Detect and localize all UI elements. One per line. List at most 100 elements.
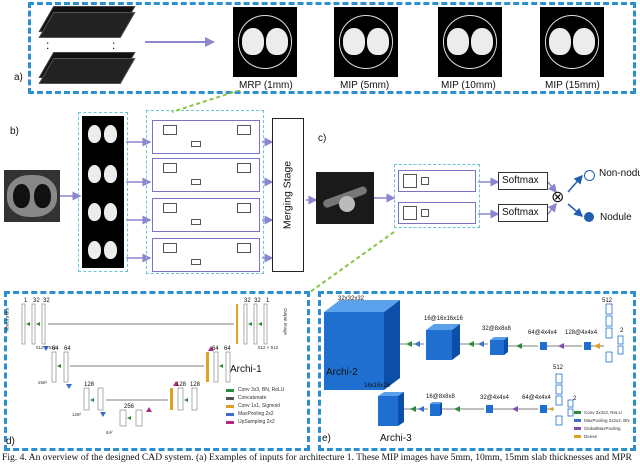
- size-label-3: 128²: [72, 412, 82, 417]
- archi-3-label-5: 512: [553, 365, 564, 371]
- archi-1-title: Archi-1: [230, 364, 262, 375]
- num-low2-1: 256: [124, 404, 135, 410]
- classifier-block-2: [398, 202, 476, 224]
- nodule-candidate-image: [316, 172, 374, 224]
- mip-image-2: [334, 7, 398, 77]
- archi-2-label-2: 16@16x16x16: [424, 316, 463, 322]
- unet-block-4: [152, 238, 260, 272]
- softmax-box-1: [498, 172, 548, 190]
- num-mid-1: 64: [52, 346, 59, 352]
- num-low-3: 128: [190, 382, 201, 388]
- size-label-1: 512 × 512: [36, 345, 57, 350]
- legend-d-swatch-4: [226, 413, 234, 416]
- size-label-2: 256²: [38, 380, 48, 385]
- legend-d-swatch-5: [226, 421, 234, 424]
- archi-3-label-3: 32@4x4x4: [480, 395, 509, 401]
- archi-2-3-legend: Conv 3x3x3, ReLU MaxPooling 2x2x2, BN Gl…: [574, 410, 636, 450]
- softmax-label-2: Softmax: [502, 207, 539, 218]
- legend-d-swatch-3: [226, 405, 234, 408]
- panel-a-label: a): [14, 72, 23, 83]
- num-mid-2: 64: [64, 346, 71, 352]
- combine-icon: ⊗: [551, 189, 565, 206]
- num-mid-4: 64: [224, 346, 231, 352]
- panel-b-label: b): [10, 126, 19, 137]
- archi-3-title: Archi-3: [380, 433, 412, 444]
- non-nodule-node-icon: [584, 170, 595, 181]
- legend-e-swatch-4: [574, 435, 581, 438]
- mip-image-1: [233, 7, 297, 77]
- legend-e-label-4: Dense: [584, 434, 598, 439]
- archi-3-label-6: 2: [573, 396, 577, 402]
- slice-2: [38, 12, 136, 38]
- archi-2-label-4: 64@4x4x4: [528, 330, 557, 336]
- archi-3-label-4: 64@4x4x4: [522, 395, 551, 401]
- size-label-4: 64²: [106, 430, 113, 435]
- unet-block-1: [152, 120, 260, 154]
- num-top-3: 32: [43, 298, 50, 304]
- num-top-2: 32: [33, 298, 40, 304]
- legend-d-label-5: UpSampling 2x2: [238, 419, 275, 425]
- legend-d-label-1: Conv 3x3, BN, ReLU: [238, 387, 285, 393]
- num-top-4: 32: [244, 298, 251, 304]
- archi-2-title: Archi-2: [326, 367, 358, 378]
- cnn-diagram: [324, 300, 624, 426]
- archi-1-diagram: [21, 303, 268, 427]
- panel-e-frame: [318, 291, 636, 451]
- legend-e-swatch-1: [574, 411, 581, 414]
- num-low-1: 128: [84, 382, 95, 388]
- merging-stage-box: [272, 118, 304, 272]
- slice-strip-frame: [78, 112, 128, 272]
- size-label-5: 512 × 512: [258, 345, 279, 350]
- archi-1-legend: Conv 3x3, BN, ReLU Concatenate Conv 1x1,…: [226, 388, 306, 444]
- mip-image-3: [438, 7, 502, 77]
- panel-c-label: c): [318, 133, 327, 144]
- classifier-group-frame: [394, 164, 480, 228]
- num-low-2: 128: [176, 382, 187, 388]
- legend-e-label-3: GlobalMaxPooling: [584, 426, 621, 431]
- green-connectors: [171, 90, 395, 293]
- num-top-6: 1: [266, 298, 270, 304]
- archi-3-label-1: 16x16x16: [364, 383, 391, 389]
- unet-block-2: [152, 158, 260, 192]
- archi-2-label-6: 512: [602, 298, 613, 304]
- panel-e-label: e): [322, 433, 331, 444]
- legend-d-swatch-2: [226, 397, 234, 400]
- stack-dots-right: :: [112, 38, 116, 52]
- archi-2-label-5: 128@4x4x4: [565, 330, 598, 336]
- archi-2-label-3: 32@8x8x8: [482, 326, 511, 332]
- legend-d-label-3: Conv 1x1, Sigmoid: [238, 403, 280, 409]
- legend-e-label-1: Conv 3x3x3, ReLU: [584, 410, 622, 415]
- legend-e-label-2: MaxPooling 2x2x2, BN: [584, 418, 630, 423]
- panel-a-frame: [28, 2, 636, 94]
- ct-input-image: [4, 170, 60, 222]
- slice-strip: [82, 116, 124, 268]
- mip-caption-3: MIP (10mm): [441, 80, 496, 91]
- nodule-label: Nodule: [600, 212, 632, 223]
- panel-a-arrow: [145, 37, 215, 47]
- mip-image-4: [540, 7, 604, 77]
- unet-group-frame: [146, 110, 264, 274]
- mip-caption-2: MIP (5mm): [340, 80, 390, 91]
- archi-2-label-7: 2: [620, 328, 624, 334]
- stack-dots-left: :: [46, 38, 50, 52]
- legend-d-swatch-1: [226, 389, 234, 392]
- num-top-1: 1: [24, 298, 28, 304]
- classifier-block-1: [398, 170, 476, 192]
- archi-2-label-1: 32x32x32: [338, 296, 365, 302]
- mip-caption-4: MIP (15mm): [545, 80, 600, 91]
- figure-caption: Fig. 4. An overview of the designed CAD …: [2, 452, 632, 463]
- softmax-label-1: Softmax: [502, 175, 539, 186]
- panel-d-label: d): [6, 436, 15, 447]
- legend-e-swatch-2: [574, 419, 581, 422]
- slice-stack: : :: [36, 6, 136, 86]
- mip-caption-1: MRP (1mm): [239, 80, 293, 91]
- softmax-box-2: [498, 204, 548, 222]
- slice-bottom-2: [38, 58, 136, 84]
- legend-d-label-4: MaxPooling 2x2: [238, 411, 274, 417]
- unet-block-3: [152, 198, 260, 232]
- num-top-5: 32: [254, 298, 261, 304]
- legend-d-label-2: Concatenate: [238, 395, 267, 401]
- non-nodule-label: Non-nodule: [599, 168, 640, 179]
- num-mid-3: 64: [212, 346, 219, 352]
- panel-c-lines: [374, 174, 584, 219]
